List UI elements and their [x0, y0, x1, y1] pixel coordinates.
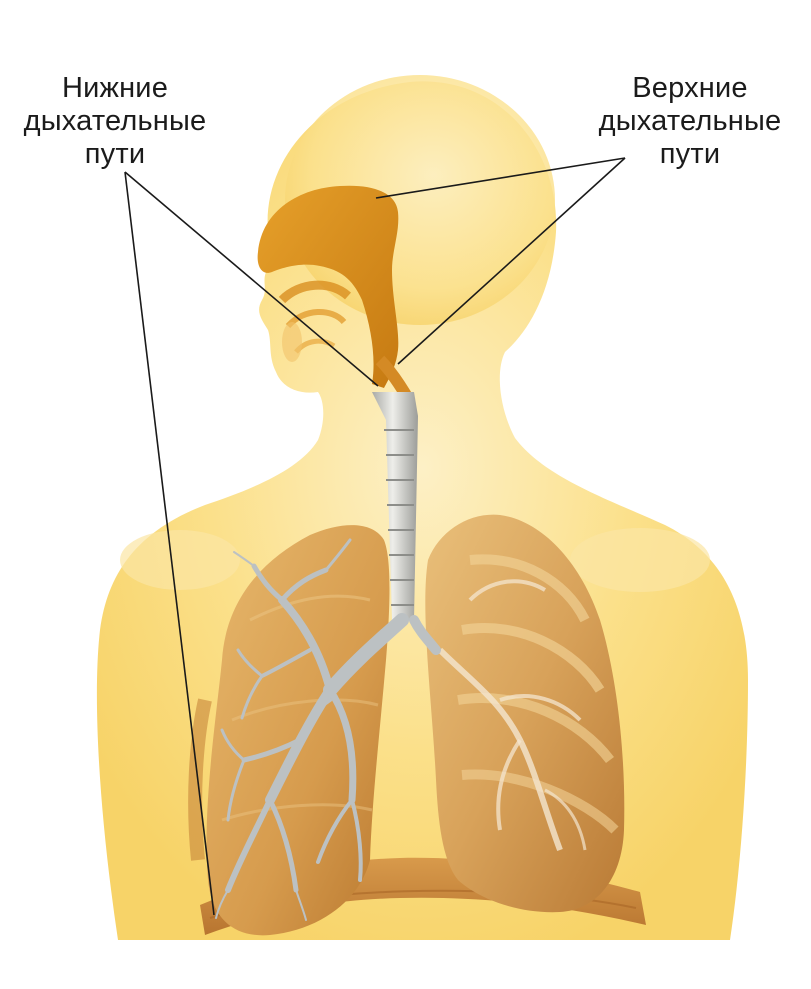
- upper-airways-label: Верхние дыхательные пути: [580, 72, 800, 171]
- lower-airways-label-line-2: дыхательные: [10, 105, 220, 138]
- upper-airways-label-line-1: Верхние: [580, 72, 800, 105]
- lower-airways-label-line-3: пути: [10, 138, 220, 171]
- upper-airways-label-line-3: пути: [580, 138, 800, 171]
- upper-airways-label-line-2: дыхательные: [580, 105, 800, 138]
- lower-airways-label-line-1: Нижние: [10, 72, 220, 105]
- lower-airways-label: Нижние дыхательные пути: [10, 72, 220, 171]
